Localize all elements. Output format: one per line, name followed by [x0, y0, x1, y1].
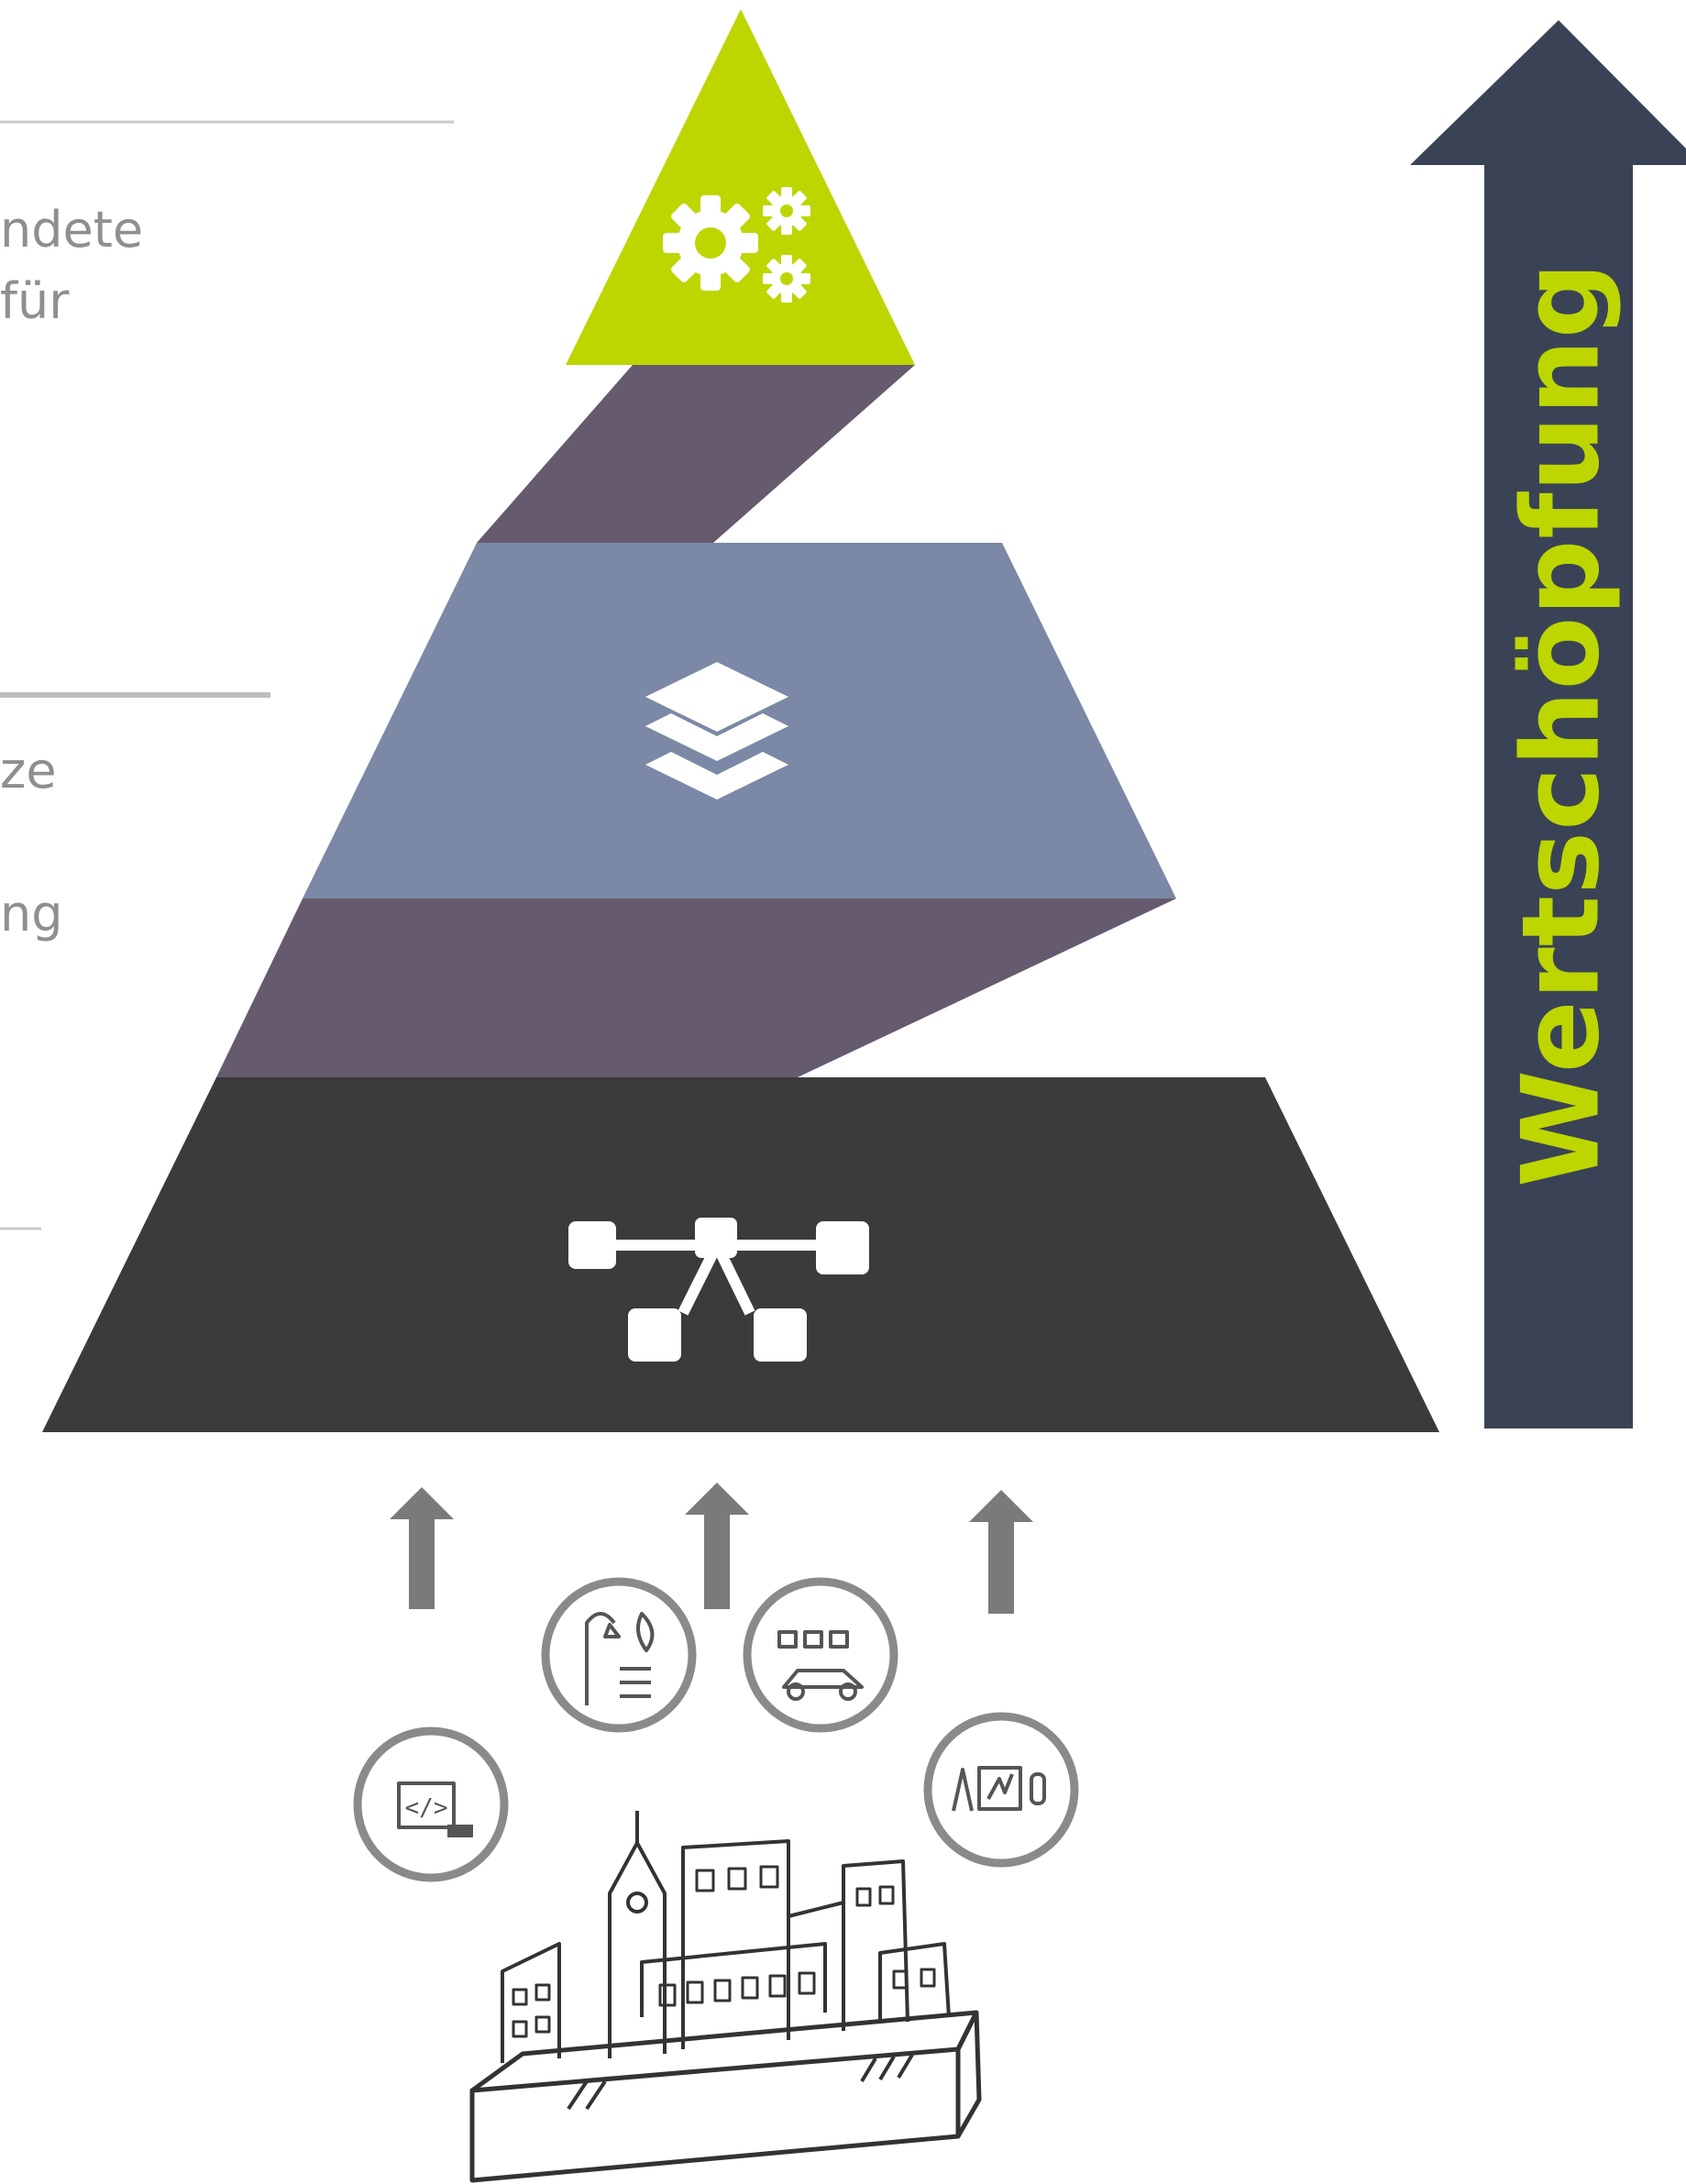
energy-bubble: [923, 1712, 1079, 1868]
side-text-line-3: ze: [0, 742, 57, 800]
connector-top: [477, 365, 915, 543]
side-text-line-1: ndete: [0, 201, 144, 259]
code-bubble: [353, 1726, 509, 1882]
lamp-plant-bubble: [541, 1577, 697, 1733]
connector-bottom: [216, 899, 1176, 1077]
value-arrow: [1410, 20, 1686, 1428]
tier-top-triangle: [566, 9, 915, 365]
gears-icon: [663, 187, 810, 303]
side-text-line-4: ng: [0, 885, 63, 943]
input-arrow-right: [969, 1490, 1033, 1614]
svg-text:</>: </>: [405, 1794, 448, 1822]
input-arrow-left: [390, 1487, 454, 1609]
tier-bottom-trapezoid: [42, 1077, 1439, 1432]
input-arrow-center: [685, 1483, 749, 1609]
layers-icon: [645, 662, 788, 800]
city-sketch-icon: </>: [353, 1577, 1079, 2183]
network-icon: [568, 1218, 869, 1362]
value-arrow-label: Wertschöpfung: [1499, 261, 1624, 1187]
vehicles-bubble: [743, 1577, 898, 1733]
side-text-line-2: für: [0, 272, 70, 330]
